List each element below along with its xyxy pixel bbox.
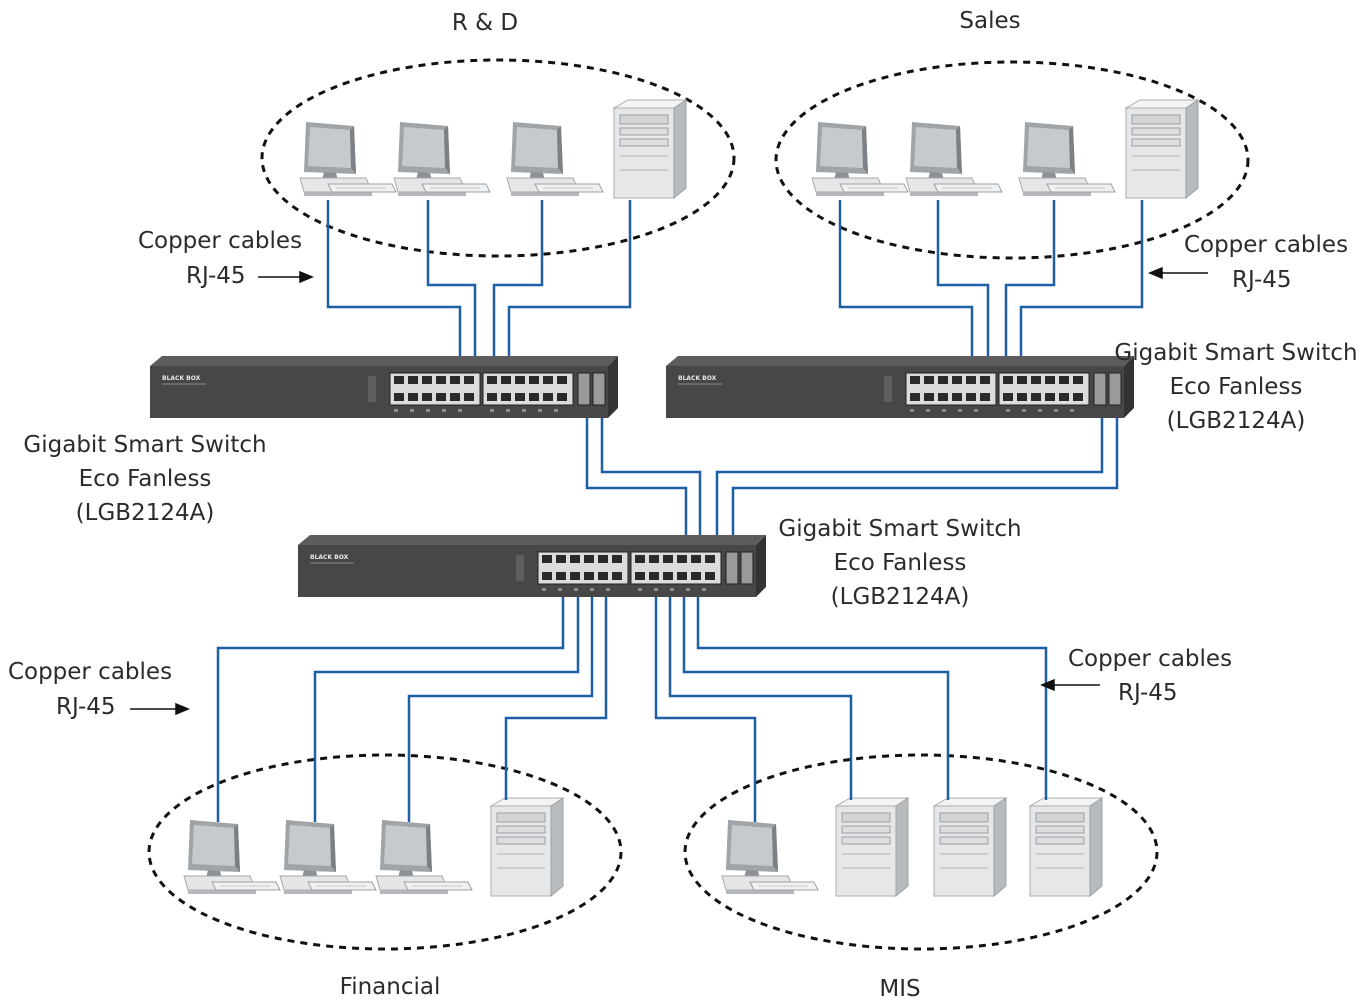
switch-label-line3: (LGB2124A) xyxy=(75,500,215,526)
tower-server-icon xyxy=(1125,99,1199,199)
cable-line xyxy=(936,200,990,380)
switch-label-line2: Eco Fanless xyxy=(833,550,967,576)
group-label-rnd: R & D xyxy=(451,10,519,36)
arrow-icon xyxy=(130,702,190,716)
cable-line xyxy=(600,400,702,540)
cable-line xyxy=(1004,200,1056,380)
group-label-sales: Sales xyxy=(959,8,1021,34)
cable-label-mis: Copper cables xyxy=(1050,642,1250,676)
cable-line xyxy=(504,590,608,800)
switch-label-line1: Gigabit Smart Switch xyxy=(1114,340,1358,366)
cable-label-rnd: Copper cables xyxy=(120,224,320,258)
cable-line xyxy=(731,400,1119,540)
desktop-computer-icon xyxy=(279,819,377,895)
cable-line xyxy=(507,200,632,380)
desktop-computer-icon xyxy=(811,121,909,197)
desktop-computer-icon xyxy=(721,819,819,895)
cable-label-financial: Copper cables xyxy=(0,655,190,689)
cable-line xyxy=(426,200,477,380)
switch-label-line1: Gigabit Smart Switch xyxy=(778,516,1022,542)
tower-server-icon xyxy=(1029,797,1103,897)
switch-label-line2: Eco Fanless xyxy=(1169,374,1303,400)
cable-line xyxy=(216,590,565,822)
switch-label-left: Gigabit Smart Switch Eco Fanless (LGB212… xyxy=(0,428,290,530)
group-rnd-boundary xyxy=(260,58,736,258)
desktop-computer-icon xyxy=(905,121,1003,197)
cable-label-financial-rj45: RJ-45 xyxy=(56,694,116,720)
cable-label-line1: Copper cables xyxy=(137,228,303,254)
arrow-icon xyxy=(1148,266,1208,280)
group-mis-boundary xyxy=(683,753,1159,951)
cable-label-sales: Copper cables xyxy=(1166,228,1366,262)
cable-line xyxy=(492,200,544,380)
switch-label-line1: Gigabit Smart Switch xyxy=(23,432,267,458)
desktop-computer-icon xyxy=(393,121,491,197)
switch-label-center: Gigabit Smart Switch Eco Fanless (LGB212… xyxy=(765,512,1035,614)
cable-label-line1: Copper cables xyxy=(7,659,173,685)
switch-label-right: Gigabit Smart Switch Eco Fanless (LGB212… xyxy=(1106,336,1366,438)
cable-line xyxy=(838,200,974,380)
tower-server-icon xyxy=(835,797,909,897)
cable-line xyxy=(326,200,462,380)
cable-label-sales-rj45: RJ-45 xyxy=(1232,267,1292,293)
desktop-computer-icon xyxy=(299,121,397,197)
group-sales-boundary xyxy=(774,60,1250,260)
switch-label-line3: (LGB2124A) xyxy=(830,584,970,610)
cable-line xyxy=(1019,200,1144,380)
cable-line xyxy=(682,590,950,800)
cable-line xyxy=(407,590,594,822)
group-label-mis: MIS xyxy=(879,976,921,1002)
cable-label-line1: Copper cables xyxy=(1067,646,1233,672)
cable-line xyxy=(696,590,1048,800)
switch-label-line3: (LGB2124A) xyxy=(1166,408,1306,434)
tower-server-icon xyxy=(490,797,564,897)
desktop-computer-icon xyxy=(1018,121,1116,197)
desktop-computer-icon xyxy=(183,819,281,895)
group-financial-boundary xyxy=(147,753,623,951)
network-switch-icon xyxy=(149,355,619,419)
cable-line xyxy=(668,590,853,800)
desktop-computer-icon xyxy=(506,121,604,197)
arrow-icon xyxy=(258,270,314,284)
network-switch-icon xyxy=(297,534,767,598)
group-label-financial: Financial xyxy=(339,974,441,1000)
network-switch-icon xyxy=(665,355,1135,419)
cable-line xyxy=(715,400,1104,540)
switch-label-line2: Eco Fanless xyxy=(78,466,212,492)
arrow-icon xyxy=(1040,678,1100,692)
tower-server-icon xyxy=(613,99,687,199)
desktop-computer-icon xyxy=(375,819,473,895)
cable-label-mis-rj45: RJ-45 xyxy=(1118,680,1178,706)
tower-server-icon xyxy=(933,797,1007,897)
cable-label-line1: Copper cables xyxy=(1183,232,1349,258)
cable-line xyxy=(585,400,688,540)
cable-label-rnd-rj45: RJ-45 xyxy=(186,263,246,289)
cable-line xyxy=(654,590,757,822)
cable-line xyxy=(313,590,580,822)
